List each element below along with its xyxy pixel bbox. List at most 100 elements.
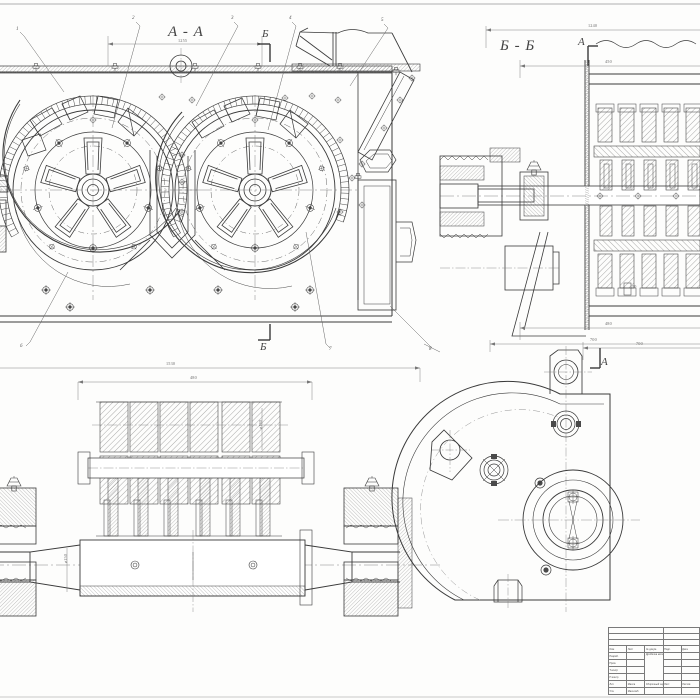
view-section-bb (439, 26, 700, 352)
tb-field-listov: Листов (680, 680, 700, 688)
tb-razrab-podp (662, 652, 682, 660)
dim-bb-inner-bottom: 480 (605, 321, 612, 326)
tb-razrab-data (680, 652, 700, 660)
tb-prov-name (626, 659, 646, 667)
discharge-door (354, 172, 417, 311)
casing-outline (0, 65, 393, 323)
casing-bolts-body (40, 92, 344, 313)
tb-utv-c4 (680, 687, 700, 695)
detail-left-lug (429, 429, 473, 481)
tb-row-razrab: Разраб. (607, 652, 628, 660)
section-marker-a-bb (587, 45, 598, 66)
item-callout-4: 4 (289, 16, 292, 21)
title-block: Изм Лист № докум. Подп. Дата Разраб. Дро… (607, 627, 700, 695)
tb-col-podp: Подп. (662, 645, 682, 653)
dim-aa-top: 1255 (178, 38, 188, 43)
section-mark-b-bottom: Б (260, 341, 267, 353)
hammers-right (191, 97, 309, 139)
rotor-left (0, 95, 200, 300)
item-callout-1: 1 (16, 27, 19, 32)
item-callout-5: 5 (381, 18, 384, 23)
tb-tkontr-data (680, 666, 700, 674)
tb-field-list: Лист (662, 680, 682, 688)
bearing-housing-left (0, 475, 37, 617)
tb-row-nkontr: Н.контр (607, 673, 628, 681)
section-marker-b-top (258, 43, 271, 62)
section-title-bb: Б - Б (500, 38, 536, 54)
detail-hub (498, 469, 640, 571)
tb-field-massa: Масса (626, 680, 646, 688)
tb-nkontr-data (680, 673, 700, 681)
dim-detail-top: 700 (636, 341, 643, 346)
item-callout-8: 8 (429, 347, 432, 352)
feed-hopper (291, 27, 421, 183)
view-detail-end (391, 342, 700, 612)
item-callout-6: 6 (20, 344, 23, 349)
view-shaft-assembly (0, 366, 440, 617)
tb-nkontr-name (626, 673, 646, 681)
section-mark-b-top: Б (262, 28, 269, 40)
tb-tkontr-podp (662, 666, 682, 674)
rotor-divider (119, 150, 226, 271)
section-marker-a-detail (590, 348, 601, 369)
tb-doc-subtitle: Сборочный чертёж (644, 680, 664, 688)
bb-hammers-upper (593, 103, 700, 191)
view-section-aa (0, 21, 433, 349)
tb-doc-title: Дробилка молотковая (644, 652, 664, 681)
tb-razrab-name (626, 652, 646, 660)
tb-col-data: Дата (680, 645, 700, 653)
detail-bores (479, 410, 581, 576)
breaker-plate-left (2, 99, 181, 253)
dimension-bb (485, 26, 700, 352)
dim-shaft-dia: ø150 (63, 553, 69, 564)
tb-utv-c2 (644, 687, 664, 695)
tb-prov-podp (662, 659, 682, 667)
tb-col-list: Лист (626, 645, 646, 653)
hammers-left (21, 95, 147, 157)
item-callout-3: 3 (231, 16, 234, 21)
dim-bb-overall: 1240 (588, 23, 598, 28)
liner-teeth-rotor-2 (160, 95, 350, 238)
rotor-spokes-right (202, 137, 308, 238)
tb-field-lit: Лит. (607, 680, 628, 688)
tb-row-utv: Утв. (607, 687, 628, 695)
section-title-aa: А - А (168, 24, 204, 40)
tb-prov-data (680, 659, 700, 667)
sheet-frame (0, 3, 700, 698)
tb-col-izm: Изм (607, 645, 628, 653)
left-bearing-block (0, 175, 9, 253)
tb-tkontr-name (626, 666, 646, 674)
leader-detail (423, 343, 441, 353)
dim-bb-small: 50 (632, 284, 637, 289)
detail-hex-nut (493, 574, 523, 608)
dimension-shaft (0, 366, 421, 592)
dim-bb-inner-top: 450 (605, 59, 612, 64)
liner-teeth-rotor-1 (0, 95, 188, 238)
top-fitting (160, 48, 202, 84)
bb-shaft (439, 183, 700, 209)
dimension-aa-top (107, 36, 263, 66)
serrated-liner (15, 209, 293, 289)
item-callout-7: 7 (329, 347, 332, 352)
tb-nkontr-podp (662, 673, 682, 681)
bb-hammers-lower (593, 205, 700, 297)
bb-drive-end (439, 147, 586, 337)
dimension-detail (582, 342, 700, 360)
tb-row-prov: Пров. (607, 659, 628, 667)
dim-bb-bottom: 700 (590, 337, 597, 342)
casing-edge-texture (584, 61, 590, 330)
tb-col-doc: № докум. (644, 645, 664, 653)
tb-row-tkontr: Т.контр (607, 666, 628, 674)
bearing-housing-right (343, 475, 413, 617)
shaft-hammer-pack (77, 401, 315, 537)
dim-shaft-inner: 480 (190, 375, 197, 380)
tb-field-masshtab: Масштаб (626, 687, 646, 695)
section-mark-a-bb: А (578, 36, 585, 48)
dim-shaft-overall: 1530 (166, 361, 176, 366)
dim-hammer-dia: ø180 (258, 419, 264, 430)
leader-lines-aa (19, 21, 433, 349)
tb-utv-c3 (662, 687, 682, 695)
section-mark-a-detail: А (601, 356, 608, 368)
